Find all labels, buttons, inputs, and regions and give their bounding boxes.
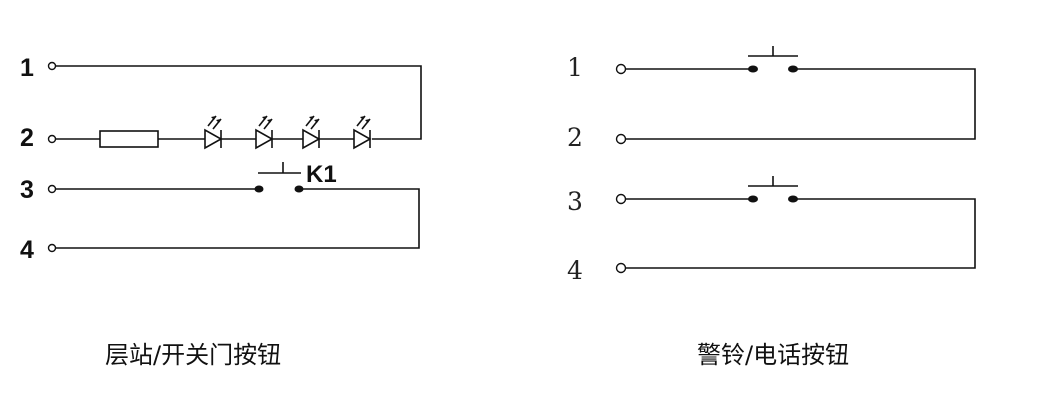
- left-terminal-1-ring: [47, 61, 57, 71]
- right-panel: 1 2 3 4 警铃/电话按钮: [567, 46, 976, 369]
- left-terminal-3-ring: [47, 184, 57, 194]
- right-switch-1-contact-right: [788, 65, 798, 73]
- led-2: [255, 115, 274, 150]
- right-loop-2-wire: [626, 198, 976, 269]
- right-switch-1-contact-left: [748, 65, 758, 73]
- right-switch-1: [748, 46, 798, 57]
- k1-push-switch: [258, 162, 301, 174]
- k1-label: K1: [306, 161, 337, 188]
- right-loop-1-wire: [626, 68, 976, 140]
- resistor: [99, 130, 159, 148]
- right-terminal-2-ring: [615, 133, 627, 145]
- left-terminal-2-label: 2: [20, 124, 34, 152]
- right-terminal-3-label: 3: [567, 187, 583, 216]
- right-terminal-4-label: 4: [567, 256, 583, 285]
- right-switch-2-contact-left: [748, 195, 758, 203]
- k1-contact-left: [254, 185, 264, 193]
- led-3: [302, 115, 321, 150]
- left-terminal-4-label: 4: [20, 236, 34, 264]
- left-loop-1-wire: [56, 65, 422, 140]
- right-caption: 警铃/电话按钮: [697, 341, 849, 369]
- left-terminal-1-label: 1: [20, 54, 34, 82]
- k1-contact-right: [294, 185, 304, 193]
- left-caption: 层站/开关门按钮: [105, 341, 281, 369]
- right-terminal-1-label: 1: [567, 53, 583, 82]
- right-terminal-1-ring: [615, 63, 627, 75]
- right-switch-2: [748, 176, 798, 187]
- left-terminal-2-ring: [47, 134, 57, 144]
- right-terminal-3-ring: [615, 193, 627, 205]
- left-terminal-3-label: 3: [20, 176, 34, 204]
- right-terminal-4-ring: [615, 262, 627, 274]
- right-terminal-2-label: 2: [567, 123, 583, 152]
- led-1: [204, 115, 223, 150]
- right-switch-2-contact-right: [788, 195, 798, 203]
- left-loop-2-wire: [56, 188, 420, 249]
- left-panel: 1 2 3 4: [20, 54, 422, 369]
- led-4: [353, 115, 372, 150]
- left-terminal-4-ring: [47, 243, 57, 253]
